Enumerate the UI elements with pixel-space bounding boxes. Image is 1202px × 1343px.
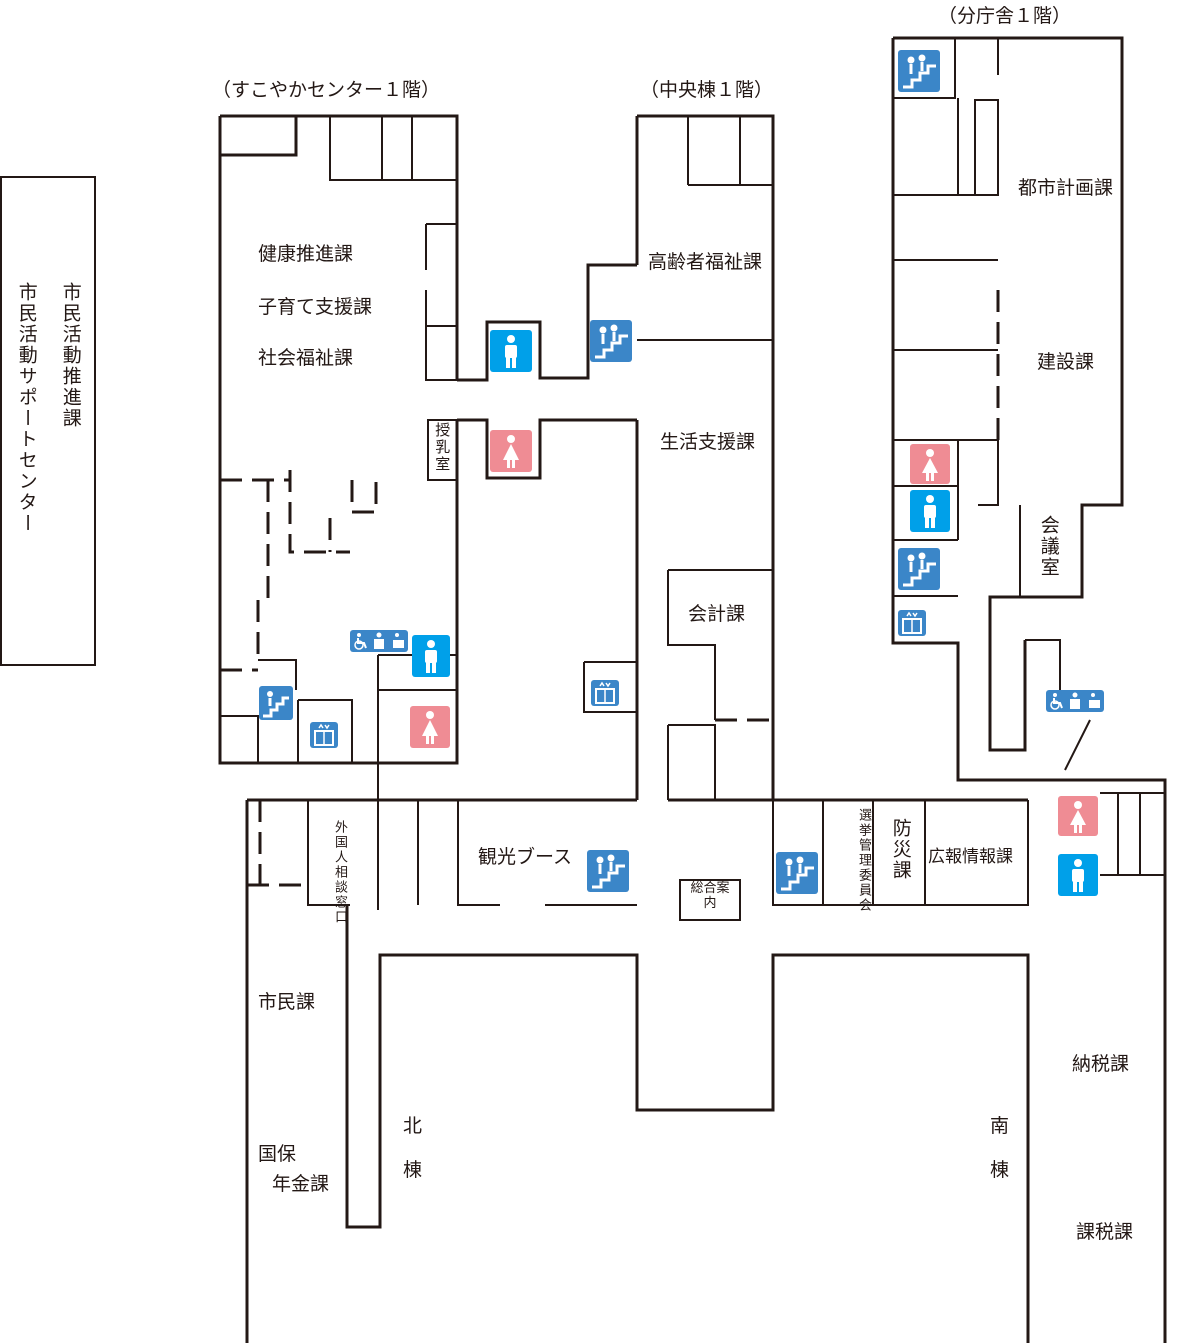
bunchosha-walls [891,36,1167,876]
womens-restroom-icon [490,430,532,472]
room-shakai: 社会福祉課 [258,347,354,369]
elevator-icon [898,610,926,636]
stairs-icon [776,852,818,894]
room-bousai: 防災課 [889,818,912,881]
room-kensetsu: 建設課 [1037,351,1095,373]
elevator-icon [591,680,619,706]
bunchosha-header: （分庁舎１階） [938,5,1072,27]
room-koureisha: 高齢者福祉課 [648,251,763,273]
connector-walls [457,263,637,480]
middle-corridor-walls [245,763,1029,1343]
room-kokuho-line2: 年金課 [272,1173,330,1195]
room-kosodate: 子育て支援課 [258,296,373,318]
side-building [0,176,96,666]
room-senkyo: 選挙管理委員会 [856,808,871,913]
room-kanko: 観光ブース [478,846,573,868]
room-nozei: 納税課 [1072,1053,1130,1075]
kita-wing-line2: 棟 [403,1159,423,1181]
room-kokuho-line1: 国保 [258,1143,297,1165]
mens-restroom-icon [910,490,950,532]
room-koho: 広報情報課 [928,847,1013,867]
room-seikatsu: 生活支援課 [660,431,756,453]
elevator-icon [310,722,338,748]
stairs-icon [590,320,632,362]
womens-restroom-icon [410,706,450,748]
room-kazei: 課税課 [1076,1221,1134,1243]
shimin-katsudo-suishin-label: 市民活動推進課 [59,282,82,429]
room-shimin: 市民課 [258,991,316,1013]
room-sogo: 総合案内 [690,881,730,911]
mens-restroom-icon [490,330,532,372]
minami-wing-line1: 南 [990,1115,1010,1137]
womens-restroom-icon [1058,796,1098,836]
room-kaikei: 会計課 [688,603,746,625]
stairs-icon [898,548,940,590]
accessible-restroom-icon [350,630,408,652]
room-gaikokujin: 外国人相談窓口 [332,820,347,925]
kita-wing-line1: 北 [403,1115,423,1137]
shimin-katsudo-support-label: 市民活動サポートセンター [15,282,38,534]
room-kaigi: 会議室 [1037,515,1060,578]
stairs-icon [587,850,629,892]
main-wings-walls [345,793,1167,1343]
chuo-header: （中央棟１階） [640,79,774,101]
womens-restroom-icon [910,444,950,484]
room-kenko: 健康推進課 [258,243,354,265]
stairs-icon [898,50,940,92]
mens-restroom-icon [1058,854,1098,896]
room-toshi: 都市計画課 [1018,177,1114,199]
sukoyaka-header: （すこやかセンター１階） [212,79,441,101]
accessible-restroom-icon [1046,690,1104,712]
room-junyu: 授乳室 [433,422,452,473]
chuo-building-walls [583,114,775,800]
sukoyaka-center-walls [218,114,459,765]
stairs-icon [259,686,293,720]
minami-wing-line2: 棟 [990,1159,1010,1181]
mens-restroom-icon [412,635,450,677]
